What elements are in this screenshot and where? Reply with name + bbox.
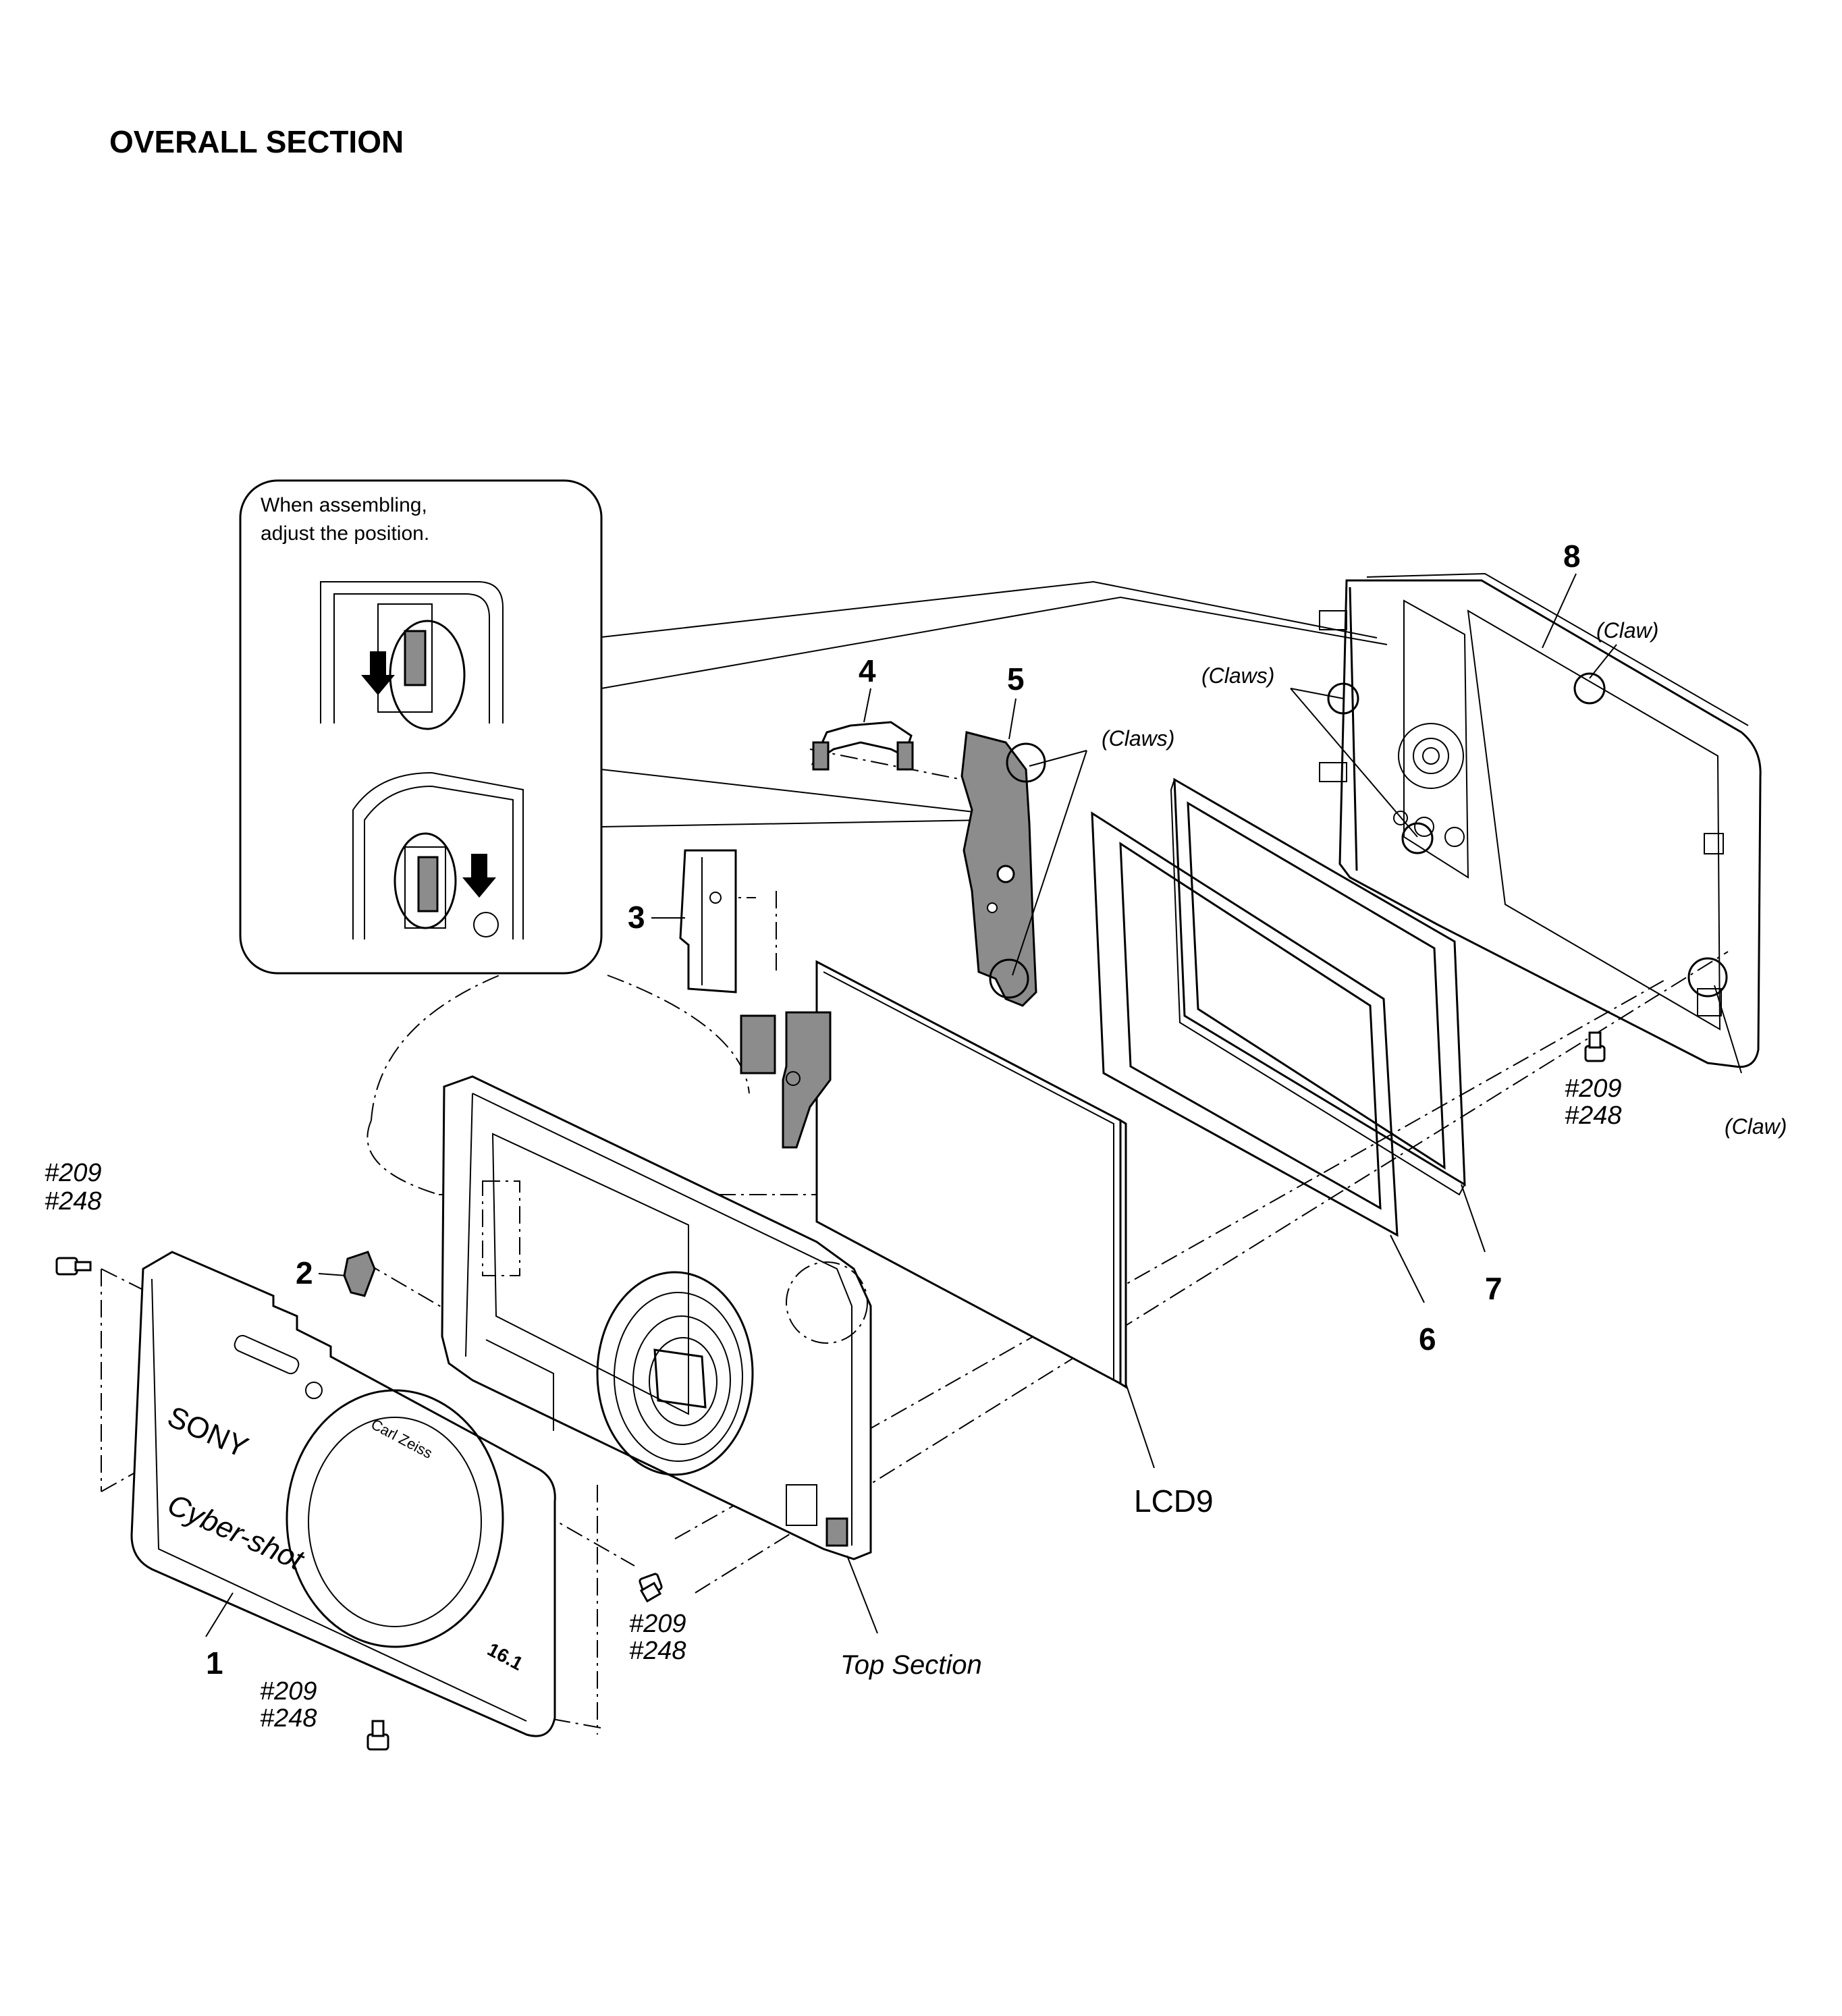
part-label-4: 4 (859, 653, 876, 688)
screw-icon (367, 1720, 389, 1751)
screw-icon (639, 1573, 663, 1603)
part-7-window (1170, 778, 1466, 1196)
screw-label-right-1: #209 (1565, 1074, 1622, 1103)
part-4-flex-bracket (811, 721, 914, 771)
part-1-front-cabinet: SONY Cyber-shot Carl Zeiss 16.1 (130, 1251, 556, 1737)
part-label-2: 2 (296, 1255, 313, 1290)
inset-detail-lower (352, 771, 524, 939)
inset-box: When assembling, adjust the position. (239, 479, 603, 975)
part-label-1: 1 (206, 1645, 223, 1681)
screw-label-right-2: #248 (1565, 1101, 1622, 1130)
claws-label-right: (Claws) (1201, 663, 1274, 688)
part-label-3: 3 (628, 900, 645, 935)
screw-icon (1584, 1031, 1606, 1062)
part-8-rear-cabinet (1319, 572, 1762, 1068)
part-label-7: 7 (1485, 1271, 1502, 1306)
lcd-label: LCD9 (1134, 1483, 1214, 1519)
inset-note-line2: adjust the position. (261, 522, 429, 545)
screw-label-left-1: #209 (45, 1159, 102, 1187)
part-2-button (343, 1251, 376, 1297)
part-label-6: 6 (1419, 1322, 1436, 1357)
claw-label-bottom: (Claw) (1725, 1114, 1787, 1139)
part-label-5: 5 (1007, 661, 1025, 697)
screw-icon (55, 1257, 92, 1276)
part-6-gasket (1091, 811, 1399, 1237)
claws-label-center: (Claws) (1102, 726, 1174, 751)
screw-label-bottom-2: #248 (260, 1704, 317, 1733)
section-title: OVERALL SECTION (109, 124, 404, 159)
part-3-sheet (679, 849, 737, 993)
label-leaders (205, 573, 1742, 1637)
screw-label-left-2: #248 (45, 1187, 102, 1216)
top-section-body (441, 1075, 872, 1560)
inset-leader-lines (601, 580, 1388, 827)
part-5-metal-plate (960, 731, 1046, 1007)
inset-detail-upper (320, 581, 504, 730)
inset-note-line1: When assembling, (261, 494, 427, 516)
top-section-label: Top Section (840, 1650, 982, 1680)
screw-label-bottom-1: #209 (260, 1677, 317, 1706)
part-label-8: 8 (1563, 539, 1581, 574)
screw-label-mid-1: #209 (629, 1610, 686, 1638)
lcd-panel (740, 960, 1127, 1389)
claw-label-top: (Claw) (1596, 618, 1658, 643)
screw-label-mid-2: #248 (629, 1637, 686, 1665)
